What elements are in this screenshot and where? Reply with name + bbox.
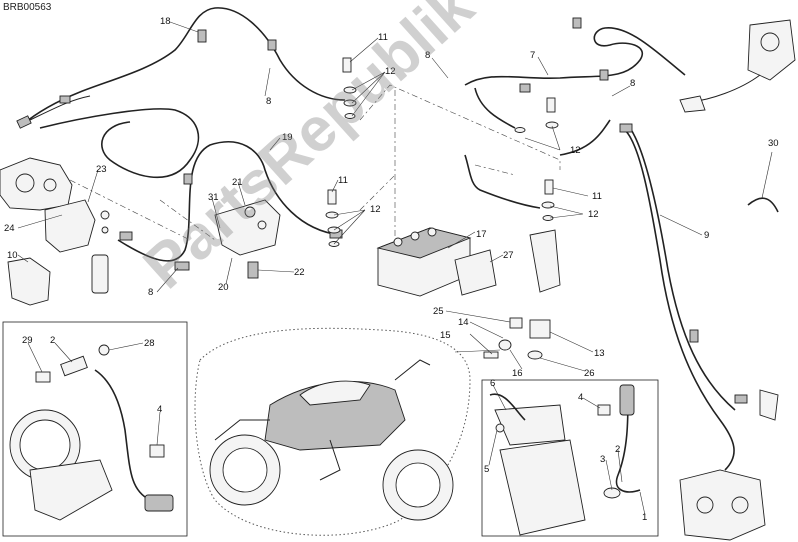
callout-26: 26	[584, 368, 595, 379]
abs-pad-27	[454, 249, 497, 296]
callout-17: 17	[476, 229, 487, 240]
callout-7: 7	[530, 50, 535, 61]
callout-2: 2	[50, 335, 55, 346]
inset-rear-sensor-box	[2, 321, 188, 537]
bolt-washer-stacks[interactable]	[325, 57, 559, 247]
callout-4: 4	[157, 404, 162, 415]
callout-20: 20	[218, 282, 229, 293]
callout-8: 8	[630, 78, 635, 89]
rear-master-cylinder	[91, 254, 109, 294]
callout-11: 11	[378, 32, 388, 43]
callout-4: 4	[578, 392, 583, 403]
callout-12: 12	[385, 66, 396, 77]
callout-1: 1	[642, 512, 647, 523]
callout-8: 8	[266, 96, 271, 107]
sensor-clip-30[interactable]	[747, 197, 779, 213]
abs-brake-hose-19[interactable]	[117, 141, 343, 262]
callout-31: 31	[208, 192, 219, 203]
callout-19: 19	[282, 132, 293, 143]
callout-27: 27	[503, 250, 514, 261]
callout-11: 11	[338, 175, 348, 186]
motorcycle-illustration	[209, 359, 454, 521]
front-brake-hose-7[interactable]	[464, 17, 686, 129]
callout-18: 18	[160, 16, 171, 27]
inset-front-sensor-box	[481, 379, 659, 537]
front-sensor-assembly[interactable]	[489, 384, 641, 536]
bracket-parts-13-16[interactable]	[483, 229, 561, 360]
callout-12: 12	[370, 204, 381, 215]
callout-12: 12	[570, 145, 581, 156]
rear-caliper-assembly[interactable]	[0, 157, 110, 306]
callout-8: 8	[148, 287, 153, 298]
heat-shield-23	[44, 199, 96, 253]
callout-22: 22	[294, 267, 305, 278]
callout-23: 23	[96, 164, 107, 175]
callout-25: 25	[433, 306, 444, 317]
callout-5: 5	[484, 464, 489, 475]
front-caliper-assembly[interactable]	[679, 389, 779, 541]
motorcycle-outline	[194, 327, 471, 536]
diagram-code: BRB00563	[3, 2, 52, 13]
callout-24: 24	[4, 223, 15, 234]
callout-14: 14	[458, 317, 469, 328]
callout-labels: 18 11 12 8 8 7 8 19 23 24 10 21 31 11 12…	[4, 16, 779, 523]
callout-11: 11	[592, 191, 602, 202]
abs-feed-hose[interactable]	[464, 154, 541, 209]
leader-lines	[17, 21, 773, 516]
callout-28: 28	[144, 338, 155, 349]
rear-sensor-ring-assembly[interactable]	[9, 344, 174, 521]
callout-15: 15	[440, 330, 451, 341]
front-master-cylinder[interactable]	[679, 19, 796, 113]
callout-21: 21	[232, 177, 243, 188]
callout-30: 30	[768, 138, 779, 149]
callout-6: 6	[490, 378, 495, 389]
callout-2: 2	[615, 444, 620, 455]
callout-12: 12	[588, 209, 599, 220]
caliper-guard-10	[7, 257, 51, 306]
callout-8: 8	[425, 50, 430, 61]
callout-13: 13	[594, 348, 605, 359]
callout-9: 9	[704, 230, 709, 241]
rear-brake-hose-18[interactable]	[16, 7, 346, 179]
callout-16: 16	[512, 368, 523, 379]
callout-29: 29	[22, 335, 33, 346]
callout-3: 3	[600, 454, 605, 465]
abs-return-hose[interactable]	[559, 119, 611, 156]
front-brake-hose-9[interactable]	[619, 123, 748, 471]
abs-control-unit-17[interactable]	[376, 227, 497, 297]
abs-bracket-assembly-20[interactable]	[174, 199, 281, 279]
callout-10: 10	[7, 250, 18, 261]
